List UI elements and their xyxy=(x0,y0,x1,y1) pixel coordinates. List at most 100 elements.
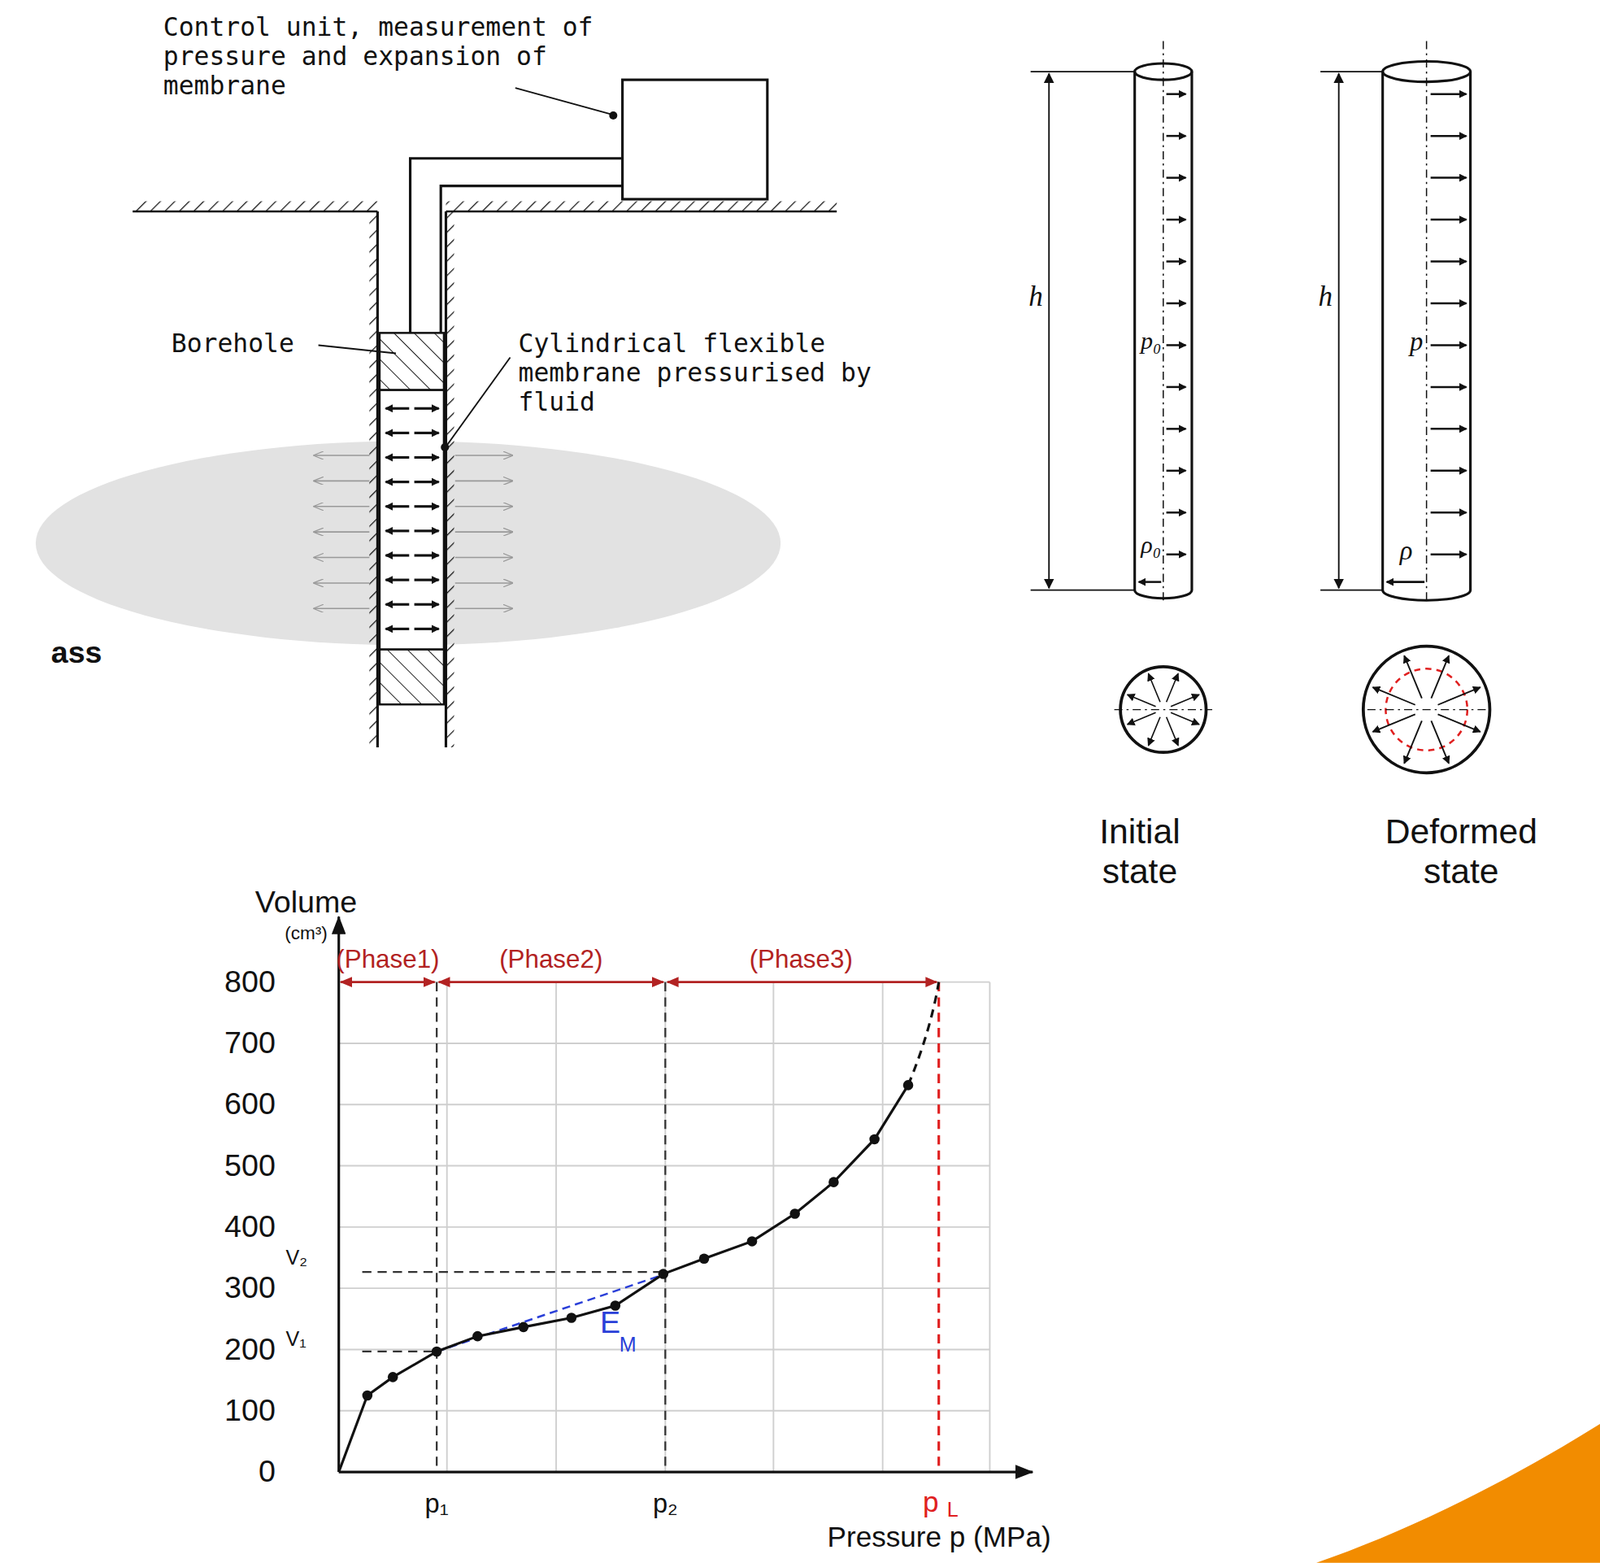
callout-label: Cylindrical flexible membrane pressurise… xyxy=(518,328,907,417)
deformed-cylinder xyxy=(1382,40,1471,602)
axis-unit: (cm³) xyxy=(284,922,328,944)
limit-pressure-subscript: L xyxy=(947,1497,959,1522)
pressure-arrow xyxy=(1430,218,1467,222)
tick-label: 800 xyxy=(224,964,276,1000)
center-line xyxy=(1367,708,1487,710)
cut-off-label: ass xyxy=(51,634,103,670)
leader-dot xyxy=(440,443,449,452)
borehole-wall xyxy=(369,211,454,748)
stress-arrow xyxy=(455,530,513,533)
phase-label: (Phase1) xyxy=(335,944,440,974)
radial-arrow xyxy=(1373,686,1416,705)
radial-arrow xyxy=(1170,694,1200,706)
radial-arrow xyxy=(1127,712,1157,724)
data-point xyxy=(472,1330,483,1342)
pressure-arrow xyxy=(385,456,409,459)
pressure-arrow xyxy=(1166,552,1187,556)
data-point xyxy=(747,1235,758,1247)
pressure-arrow xyxy=(1166,343,1187,347)
upper-packer xyxy=(379,332,444,390)
pressure-symbol: p₀ xyxy=(1140,326,1162,356)
pressure-arrow xyxy=(1430,511,1467,514)
pressure-symbol: p xyxy=(1409,326,1423,358)
limit-pressure-line xyxy=(937,982,940,1472)
data-point xyxy=(869,1134,880,1145)
grid-line xyxy=(882,982,884,1472)
pressure-arrow xyxy=(414,407,440,410)
pressure-arrow xyxy=(1166,176,1187,179)
radial-arrow xyxy=(1373,713,1416,732)
pressure-arrows xyxy=(1166,94,1467,555)
stress-arrow xyxy=(314,556,370,559)
pressure-arrow xyxy=(1166,386,1187,389)
pressure-arrow xyxy=(414,578,440,582)
pressure-arrows xyxy=(314,408,513,629)
pressure-arrow xyxy=(1430,260,1467,263)
data-point xyxy=(387,1371,399,1383)
stress-arrow xyxy=(314,480,370,483)
data-point xyxy=(362,1390,374,1401)
center-line xyxy=(1114,708,1213,710)
pressure-arrow xyxy=(1166,260,1187,263)
curve-line xyxy=(339,1084,909,1472)
stress-arrow xyxy=(455,454,513,457)
pressure-arrow xyxy=(1430,552,1467,556)
data-point xyxy=(903,1079,914,1091)
axis-title: Volume xyxy=(255,884,358,920)
limit-pressure-label: p xyxy=(922,1485,940,1518)
pressure-arrow xyxy=(1166,302,1187,305)
stress-arrow xyxy=(314,582,370,584)
initial-cylinder xyxy=(1134,40,1192,602)
stress-arrow xyxy=(455,582,513,584)
pressure-arrow xyxy=(1166,511,1187,514)
tick-label: 200 xyxy=(224,1331,276,1367)
stress-arrow xyxy=(314,505,370,508)
volume-marker: V₁ xyxy=(285,1326,306,1351)
stress-arrow xyxy=(455,480,513,483)
phase-label: (Phase3) xyxy=(749,944,853,974)
height-dimension xyxy=(1030,71,1383,591)
radius-symbol: ρ₀ xyxy=(1140,530,1161,560)
ground-surface xyxy=(132,200,837,212)
grid-line xyxy=(446,982,448,1472)
radial-arrow xyxy=(1404,720,1422,763)
pressure-arrow xyxy=(1430,427,1467,431)
pressure-arrow xyxy=(1430,386,1467,389)
lower-packer xyxy=(379,648,444,705)
pressure-arrow xyxy=(1166,134,1187,138)
tick-label: 500 xyxy=(224,1147,276,1183)
radial-arrows xyxy=(1114,655,1487,763)
pressure-arrow xyxy=(414,480,440,483)
radial-arrow xyxy=(1166,673,1179,702)
modulus-label: E xyxy=(600,1304,621,1340)
curve-extrapolation xyxy=(908,982,940,1086)
pressure-arrow xyxy=(414,529,440,532)
grid-line xyxy=(989,982,992,1472)
pressure-arrow xyxy=(385,529,409,532)
radial-arrow xyxy=(1404,655,1422,698)
grid-line xyxy=(555,982,557,1472)
supply-pipe xyxy=(439,211,443,333)
corner-swoosh xyxy=(1316,1423,1600,1563)
reference-lines xyxy=(362,982,666,1472)
data-point xyxy=(789,1208,800,1219)
pressure-arrow xyxy=(414,627,440,631)
data-point xyxy=(566,1312,578,1323)
tick-label: 600 xyxy=(224,1086,276,1122)
pressure-arrow xyxy=(385,504,409,508)
deformed-section xyxy=(1363,646,1491,774)
pressure-arrow xyxy=(1430,92,1467,96)
stress-arrow xyxy=(314,530,370,533)
radial-arrow xyxy=(1170,712,1200,724)
pressure-arrow xyxy=(1166,427,1187,431)
stress-arrow xyxy=(455,505,513,508)
pressure-arrow xyxy=(1430,176,1467,179)
radial-arrow xyxy=(1430,720,1449,763)
data-point xyxy=(699,1252,710,1264)
stress-arrow xyxy=(314,454,370,457)
data-point xyxy=(431,1346,443,1357)
pressure-arrow xyxy=(385,578,409,582)
radial-arrow xyxy=(1438,686,1481,705)
